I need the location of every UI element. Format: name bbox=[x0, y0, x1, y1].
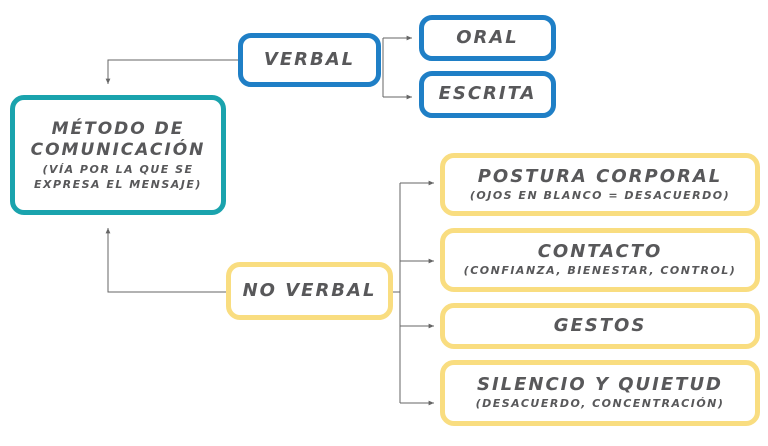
node-postura-corporal: POSTURA CORPORAL (OJOS EN BLANCO = DESAC… bbox=[440, 153, 760, 216]
node-verbal-label: VERBAL bbox=[263, 48, 356, 70]
main-subtitle-line2: EXPRESA EL MENSAJE) bbox=[34, 177, 202, 191]
node-silencio-detail: (DESACUERDO, CONCENTRACIÓN) bbox=[475, 397, 725, 411]
node-contacto: CONTACTO (CONFIANZA, BIENESTAR, CONTROL) bbox=[440, 228, 760, 292]
node-silencio-quietud: SILENCIO Y QUIETUD (DESACUERDO, CONCENTR… bbox=[440, 360, 760, 426]
main-subtitle-line1: (VÍA POR LA QUE SE bbox=[42, 163, 194, 177]
node-no-verbal: NO VERBAL bbox=[226, 262, 393, 320]
node-postura-label: POSTURA CORPORAL bbox=[477, 165, 723, 187]
node-oral: ORAL bbox=[419, 15, 556, 61]
connector-nonverbal-to-main bbox=[105, 228, 226, 293]
node-escrita-label: ESCRITA bbox=[438, 83, 537, 105]
main-title-line2: COMUNICACIÓN bbox=[30, 139, 206, 160]
node-no-verbal-label: NO VERBAL bbox=[242, 279, 377, 301]
node-contacto-label: CONTACTO bbox=[537, 241, 663, 263]
main-title-line1: MÉTODO DE bbox=[51, 118, 185, 139]
node-verbal: VERBAL bbox=[238, 33, 381, 87]
connector-verbal-to-main bbox=[105, 59, 238, 84]
main-node-metodo-comunicacion: MÉTODO DE COMUNICACIÓN (VÍA POR LA QUE S… bbox=[10, 95, 226, 215]
node-escrita: ESCRITA bbox=[419, 71, 556, 118]
node-oral-label: ORAL bbox=[456, 26, 519, 48]
node-postura-detail: (OJOS EN BLANCO = DESACUERDO) bbox=[469, 188, 731, 202]
node-silencio-label: SILENCIO Y QUIETUD bbox=[476, 374, 723, 396]
node-contacto-detail: (CONFIANZA, BIENESTAR, CONTROL) bbox=[463, 264, 737, 278]
node-gestos: GESTOS bbox=[440, 303, 760, 349]
node-gestos-label: GESTOS bbox=[553, 314, 647, 336]
